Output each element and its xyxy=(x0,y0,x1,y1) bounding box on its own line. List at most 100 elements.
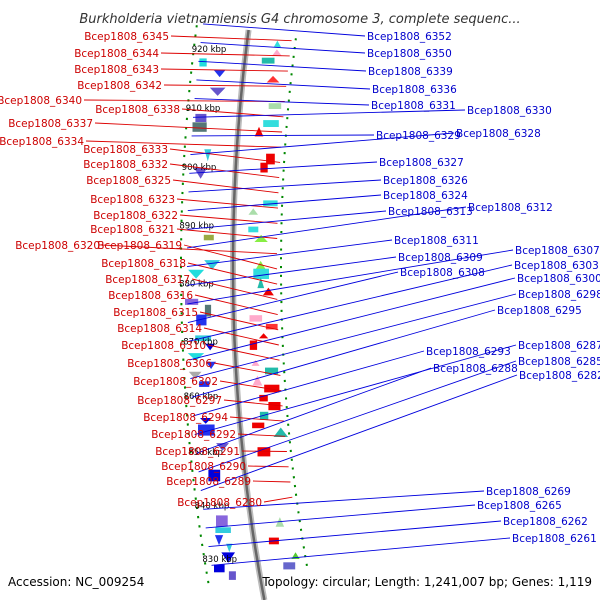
gene-label-forward[interactable]: Bcep1808_6310 xyxy=(121,340,206,352)
gene-label-forward[interactable]: Bcep1808_6323 xyxy=(90,194,175,206)
gene-label-reverse[interactable]: Bcep1808_6326 xyxy=(383,175,468,187)
gene-label-reverse[interactable]: Bcep1808_6309 xyxy=(398,252,483,264)
gene-label-reverse[interactable]: Bcep1808_6328 xyxy=(456,128,541,140)
gene-label-reverse[interactable]: Bcep1808_6295 xyxy=(497,305,582,317)
leader-line xyxy=(190,132,455,156)
gene-label-reverse[interactable]: Bcep1808_6293 xyxy=(426,346,511,358)
gene-feature-reverse xyxy=(188,269,205,279)
gene-label-reverse[interactable]: Bcep1808_6336 xyxy=(372,84,457,96)
gene-label-forward[interactable]: Bcep1808_6340 xyxy=(0,95,82,107)
gene-label-reverse[interactable]: Bcep1808_6282 xyxy=(519,370,600,382)
gene-label-reverse[interactable]: Bcep1808_6287 xyxy=(518,340,600,352)
gene-label-reverse[interactable]: Bcep1808_6307 xyxy=(515,245,600,257)
leader-line xyxy=(179,214,278,224)
gene-feature-forward xyxy=(264,384,280,393)
leader-line xyxy=(198,60,367,72)
gene-label-forward[interactable]: Bcep1808_6345 xyxy=(84,31,169,43)
leader-line xyxy=(223,399,283,407)
gene-label-forward[interactable]: Bcep1808_6294 xyxy=(143,412,228,424)
scale-label: .870 kbp xyxy=(181,337,218,347)
gene-label-forward[interactable]: Bcep1808_6325 xyxy=(86,175,171,187)
gene-label-reverse[interactable]: Bcep1808_6339 xyxy=(368,66,453,78)
leader-line xyxy=(192,350,425,417)
gene-label-reverse[interactable]: Bcep1808_6350 xyxy=(367,48,452,60)
leader-line xyxy=(187,249,514,305)
leader-line xyxy=(203,327,279,346)
gene-label-forward[interactable]: Bcep1808_6290 xyxy=(161,461,246,473)
gene-label-forward[interactable]: Bcep1808_6292 xyxy=(151,429,236,441)
scale-label: 880 kbp xyxy=(179,280,214,290)
gene-label-forward[interactable]: Bcep1808_6337 xyxy=(8,118,93,130)
leader-line xyxy=(191,134,375,137)
gene-feature-forward xyxy=(273,40,281,48)
leader-line xyxy=(189,161,378,174)
gene-label-reverse[interactable]: Bcep1808_6330 xyxy=(467,105,552,117)
gene-label-reverse[interactable]: Bcep1808_6262 xyxy=(503,516,588,528)
leader-line xyxy=(170,35,292,42)
gene-label-forward[interactable]: Bcep1808_6344 xyxy=(74,48,159,60)
gene-label-forward[interactable]: Bcep1808_6316 xyxy=(108,290,193,302)
scale-label: 830 kbp xyxy=(202,555,237,565)
gene-label-reverse[interactable]: Bcep1808_6313 xyxy=(388,206,473,218)
gene-label-reverse[interactable]: Bcep1808_6261 xyxy=(512,533,597,545)
scale-ticks xyxy=(180,25,308,584)
leader-line xyxy=(187,271,399,324)
gene-label-forward[interactable]: Bcep1808_6314 xyxy=(117,323,202,335)
gene-feature-forward xyxy=(252,422,265,429)
leader-line xyxy=(211,537,511,566)
leader-line xyxy=(187,194,382,212)
gene-label-reverse[interactable]: Bcep1808_6288 xyxy=(433,363,518,375)
gene-label-reverse[interactable]: Bcep1808_6331 xyxy=(371,100,456,112)
gene-label-forward[interactable]: Bcep1808_6289 xyxy=(166,476,251,488)
gene-label-reverse[interactable]: Bcep1808_6327 xyxy=(379,157,464,169)
gene-label-reverse[interactable]: Bcep1808_6312 xyxy=(468,202,553,214)
gene-label-reverse[interactable]: Bcep1808_6303 xyxy=(514,260,599,272)
leader-line xyxy=(188,179,382,193)
gene-label-forward[interactable]: Bcep1808_6334 xyxy=(0,136,84,148)
gene-label-forward[interactable]: Bcep1808_6319 xyxy=(97,240,182,252)
gene-feature-forward xyxy=(258,333,269,339)
gene-label-reverse[interactable]: Bcep1808_6285 xyxy=(518,356,600,368)
gene-label-reverse[interactable]: Bcep1808_6311 xyxy=(394,235,479,247)
gene-label-forward[interactable]: Bcep1808_6280 xyxy=(177,497,262,509)
gene-label-forward[interactable]: Bcep1808_6343 xyxy=(74,64,159,76)
gene-label-reverse[interactable]: Bcep1808_6300 xyxy=(517,273,600,285)
gene-feature-reverse xyxy=(214,564,225,573)
gene-label-forward[interactable]: Bcep1808_6332 xyxy=(83,159,168,171)
gene-labels[interactable]: Bcep1808_6345Bcep1808_6344Bcep1808_6343B… xyxy=(0,31,600,545)
scale-label: 890 kbp xyxy=(179,222,214,232)
leader-line xyxy=(186,239,393,268)
gene-feature-forward xyxy=(260,162,268,173)
leader-line xyxy=(191,309,496,398)
gene-feature-reverse xyxy=(226,543,233,553)
gene-label-forward[interactable]: Bcep1808_6321 xyxy=(90,224,175,236)
gene-label-reverse[interactable]: Bcep1808_6265 xyxy=(477,500,562,512)
gene-label-forward[interactable]: Bcep1808_6306 xyxy=(127,358,212,370)
gene-label-reverse[interactable]: Bcep1808_6329 xyxy=(376,130,461,142)
gene-label-reverse[interactable]: Bcep1808_6308 xyxy=(400,267,485,279)
gene-label-forward[interactable]: Bcep1808_6317 xyxy=(105,274,190,286)
gene-feature-reverse xyxy=(209,87,226,96)
gene-label-reverse[interactable]: Bcep1808_6298 xyxy=(518,289,600,301)
gene-feature-forward xyxy=(271,49,282,57)
gene-label-reverse[interactable]: Bcep1808_6324 xyxy=(383,190,468,202)
scale-label: 910 kbp xyxy=(186,104,221,114)
gene-label-forward[interactable]: Bcep1808_6320 xyxy=(15,240,100,252)
gene-label-forward[interactable]: Bcep1808_6338 xyxy=(95,104,180,116)
gene-label-forward[interactable]: Bcep1808_6333 xyxy=(83,144,168,156)
gene-label-forward[interactable]: Bcep1808_6291 xyxy=(155,446,240,458)
gene-feature-forward xyxy=(265,323,278,330)
gene-label-forward[interactable]: Bcep1808_6342 xyxy=(77,80,162,92)
gene-label-reverse[interactable]: Bcep1808_6269 xyxy=(486,486,571,498)
scale-label: 850 kbp xyxy=(188,448,223,458)
gene-feature-forward xyxy=(257,447,271,457)
gene-label-forward[interactable]: Bcep1808_6322 xyxy=(93,210,178,222)
gene-label-forward[interactable]: Bcep1808_6318 xyxy=(101,258,186,270)
gene-feature-reverse xyxy=(215,527,231,533)
gene-label-forward[interactable]: Bcep1808_6297 xyxy=(137,395,222,407)
leader-line xyxy=(213,362,281,376)
gene-label-forward[interactable]: Bcep1808_6315 xyxy=(113,307,198,319)
gene-label-forward[interactable]: Bcep1808_6302 xyxy=(133,376,218,388)
gene-label-reverse[interactable]: Bcep1808_6352 xyxy=(367,31,452,43)
